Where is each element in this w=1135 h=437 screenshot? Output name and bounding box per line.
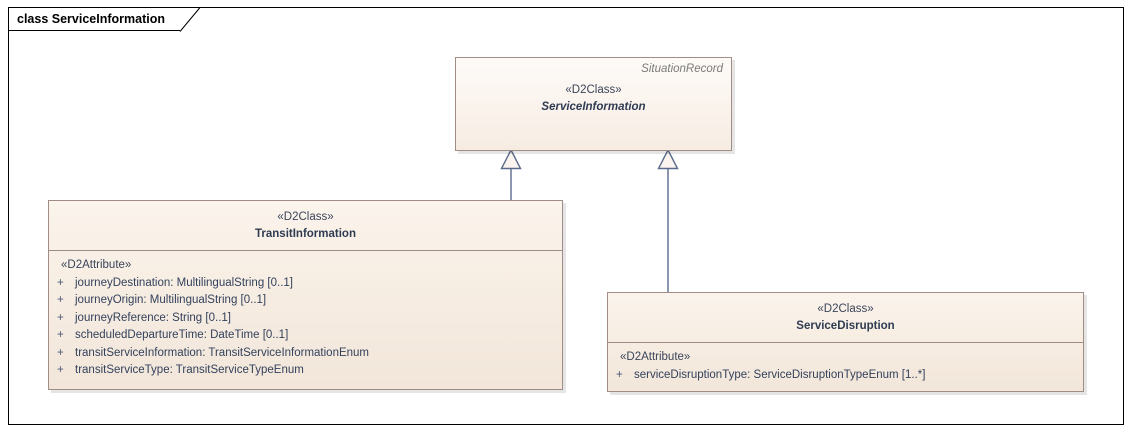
attribute-row[interactable]: + journeyDestination: MultilingualString… [49, 275, 562, 293]
attribute-signature: transitServiceInformation: TransitServic… [75, 346, 370, 359]
attribute-row[interactable]: + journeyOrigin: MultilingualString [0..… [49, 292, 562, 310]
diagram-frame [8, 7, 1124, 425]
class-box-transit-information[interactable]: «D2Class» TransitInformation «D2Attribut… [48, 200, 563, 390]
class-name-service-information: ServiceInformation [541, 100, 646, 113]
diagram-frame-tab: class ServiceInformation [8, 7, 180, 31]
class-box-service-disruption[interactable]: «D2Class» ServiceDisruption «D2Attribute… [607, 292, 1084, 392]
class-name-service-disruption: ServiceDisruption [796, 319, 895, 332]
attribute-signature: journeyDestination: MultilingualString [… [75, 276, 293, 289]
attribute-row[interactable]: + transitServiceInformation: TransitServ… [49, 345, 562, 363]
attribute-row[interactable]: + journeyReference: String [0..1] [49, 310, 562, 328]
attribute-compartment-transit-information: «D2Attribute» + journeyDestination: Mult… [49, 251, 562, 387]
attribute-signature: journeyReference: String [0..1] [75, 311, 231, 324]
class-header-transit-information: «D2Class» TransitInformation [49, 201, 562, 251]
attribute-visibility: + [57, 364, 64, 376]
class-stereotype-transit-information: «D2Class» [277, 211, 334, 223]
diagram-frame-label: class ServiceInformation [17, 11, 165, 26]
class-box-service-information[interactable]: SituationRecord «D2Class» ServiceInforma… [455, 57, 732, 151]
class-header-service-information: SituationRecord «D2Class» ServiceInforma… [456, 58, 731, 152]
attribute-row[interactable]: + transitServiceType: TransitServiceType… [49, 362, 562, 380]
attribute-visibility: + [616, 368, 623, 381]
attribute-stereotype-transit-information: «D2Attribute» [61, 259, 132, 271]
attribute-signature: transitServiceType: TransitServiceTypeEn… [75, 364, 304, 376]
attribute-row[interactable]: + serviceDisruptionType: ServiceDisrupti… [608, 367, 1083, 385]
class-stereotype-service-information: «D2Class» [565, 84, 622, 96]
attribute-visibility: + [57, 329, 64, 341]
attribute-signature: scheduledDepartureTime: DateTime [0..1] [75, 329, 289, 341]
attribute-visibility: + [57, 276, 64, 289]
attribute-stereotype-service-disruption: «D2Attribute» [620, 351, 691, 363]
attribute-visibility: + [57, 294, 64, 306]
attribute-signature: serviceDisruptionType: ServiceDisruption… [634, 368, 926, 381]
attribute-visibility: + [57, 311, 64, 324]
class-stereotype-service-disruption: «D2Class» [817, 303, 874, 315]
class-name-transit-information: TransitInformation [255, 227, 356, 240]
class-qualifier-situation-record: SituationRecord [641, 63, 723, 75]
attribute-compartment-service-disruption: «D2Attribute» + serviceDisruptionType: S… [608, 343, 1083, 391]
attribute-row[interactable]: + scheduledDepartureTime: DateTime [0..1… [49, 327, 562, 345]
class-header-service-disruption: «D2Class» ServiceDisruption [608, 293, 1083, 343]
attribute-visibility: + [57, 346, 64, 359]
attribute-signature: journeyOrigin: MultilingualString [0..1] [75, 294, 267, 306]
